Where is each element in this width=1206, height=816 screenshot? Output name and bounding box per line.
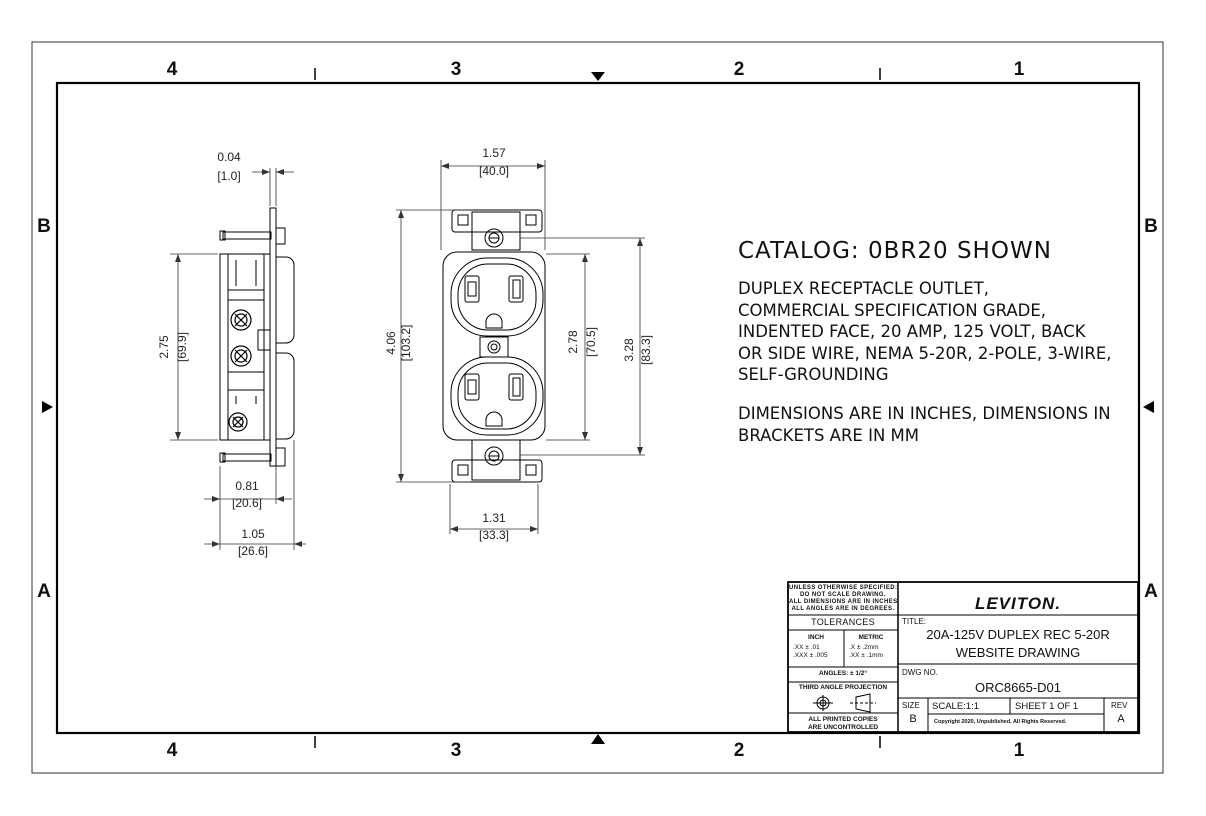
dimensions-note-line: DIMENSIONS ARE IN INCHES, DIMENSIONS IN — [738, 404, 1111, 423]
inch-label: INCH — [808, 634, 824, 641]
dim-side-depth-b-mm: [26.6] — [238, 544, 268, 558]
inch-tolerance-line: .XXX ± .005 — [793, 652, 828, 659]
zone-col-2-bottom: 2 — [734, 740, 745, 761]
catalog-title: CATALOG: 0BR20 SHOWN — [738, 238, 1052, 264]
title-block-grid — [787, 581, 1139, 733]
dim-side-depth-b-in: 1.05 — [241, 527, 265, 541]
unless-line: UNLESS OTHERWISE SPECIFIED: — [789, 585, 898, 591]
sheet-value: SHEET 1 OF 1 — [1015, 701, 1079, 712]
inner-frame — [55, 81, 1141, 735]
dim-side-depth-a-in: 0.81 — [235, 479, 259, 493]
inch-tolerance-line: .XX ± .01 — [793, 644, 820, 651]
dim-front-mount-in: 3.28 — [622, 338, 636, 362]
description-line: INDENTED FACE, 20 AMP, 125 VOLT, BACK — [738, 322, 1086, 341]
zone-col-3-top: 3 — [451, 59, 462, 80]
unless-specified-note: UNLESS OTHERWISE SPECIFIED: DO NOT SCALE… — [789, 585, 900, 613]
title-line-1: 20A-125V DUPLEX REC 5-20R — [926, 627, 1110, 642]
zone-row-b-left: B — [37, 216, 51, 237]
dimensions-note-line: BRACKETS ARE IN MM — [738, 425, 920, 445]
printed-copies-note: ALL PRINTED COPIES ARE UNCONTROLLED — [788, 716, 898, 731]
printed-line: ARE UNCONTROLLED — [807, 723, 879, 731]
rev-value: A — [1117, 713, 1125, 725]
zone-col-1-top: 1 — [1014, 59, 1025, 80]
zone-col-3-bottom: 3 — [451, 740, 462, 761]
centering-arrows — [42, 72, 1154, 744]
dim-side-depth-a-mm: [20.6] — [232, 496, 262, 510]
dwg-number: ORC8665-D01 — [975, 680, 1061, 695]
dim-front-width-in: 1.57 — [482, 146, 506, 160]
dim-front-body-width-mm: [33.3] — [479, 528, 509, 542]
zone-ticks — [314, 68, 881, 748]
dim-front-body-width-in: 1.31 — [482, 511, 506, 525]
metric-tolerance-line: .XX ± .1mm — [849, 652, 883, 659]
size-label: SIZE — [902, 701, 920, 710]
unless-line: ALL DIMENSIONS ARE IN INCHES. — [789, 599, 900, 605]
dim-front-body-mm: [70.5] — [584, 327, 598, 357]
zone-row-a-left: A — [37, 581, 51, 602]
unless-line: ALL ANGLES ARE IN DEGREES. — [791, 606, 895, 612]
description-line: DUPLEX RECEPTACLE OUTLET, — [738, 279, 989, 298]
size-value: B — [909, 713, 917, 725]
dwg-label: DWG NO. — [902, 668, 938, 677]
rev-label: REV — [1111, 701, 1128, 710]
outer-border — [31, 41, 1164, 774]
leviton-logo: LEVITON. — [974, 594, 1062, 613]
scale-value: SCALE:1:1 — [932, 701, 979, 712]
title-label: TITLE: — [902, 617, 927, 626]
projection-label: THIRD ANGLE PROJECTION — [798, 684, 888, 691]
description-line: COMMERCIAL SPECIFICATION GRADE, — [738, 300, 1047, 320]
zone-row-b-right: B — [1144, 216, 1158, 237]
dim-front-overall-mm: [103.2] — [399, 325, 413, 362]
dim-front-overall-in: 4.06 — [384, 331, 398, 355]
zone-col-2-top: 2 — [734, 59, 745, 80]
dimension-lines — [170, 160, 645, 550]
description-line: OR SIDE WIRE, NEMA 5-20R, 2-POLE, 3-WIRE… — [738, 343, 1112, 363]
unless-line: DO NOT SCALE DRAWING. — [799, 592, 887, 598]
dimensions-note: DIMENSIONS ARE IN INCHES, DIMENSIONS IN … — [738, 403, 1138, 446]
printed-line: ALL PRINTED COPIES — [808, 716, 878, 723]
dim-side-height-in: 2.75 — [157, 335, 171, 359]
copyright-note: Copyright 2020, Unpublished, All Rights … — [934, 719, 1067, 725]
zone-col-1-bottom: 1 — [1014, 740, 1025, 761]
zone-row-a-right: A — [1144, 581, 1158, 602]
metric-label: METRIC — [858, 634, 884, 641]
metric-tolerances: .X ± .2mm .XX ± .1mm — [849, 644, 883, 660]
third-angle-projection-icon — [813, 693, 876, 713]
dim-side-thickness-in: 0.04 — [217, 150, 241, 164]
dim-side-thickness-mm: [1.0] — [217, 169, 240, 183]
angles-tolerance: ANGLES: ± 1/2° — [818, 670, 868, 677]
dim-front-body-in: 2.78 — [566, 330, 580, 354]
dimension-arrows — [175, 163, 643, 547]
dim-front-mount-mm: [83.3] — [639, 335, 653, 365]
description-line: SELF-GROUNDING — [738, 365, 889, 384]
tolerances-label: TOLERANCES — [811, 617, 875, 627]
zone-col-4-top: 4 — [167, 59, 178, 80]
dim-side-height-mm: [69.9] — [175, 332, 189, 362]
metric-tolerance-line: .X ± .2mm — [849, 644, 879, 651]
zone-col-4-bottom: 4 — [167, 740, 178, 761]
front-view — [442, 209, 546, 483]
side-view — [219, 207, 295, 467]
dim-front-width-mm: [40.0] — [479, 164, 509, 178]
title-line-2: WEBSITE DRAWING — [955, 645, 1081, 660]
inch-tolerances: .XX ± .01 .XXX ± .005 — [793, 644, 828, 660]
description: DUPLEX RECEPTACLE OUTLET, COMMERCIAL SPE… — [738, 278, 1133, 386]
